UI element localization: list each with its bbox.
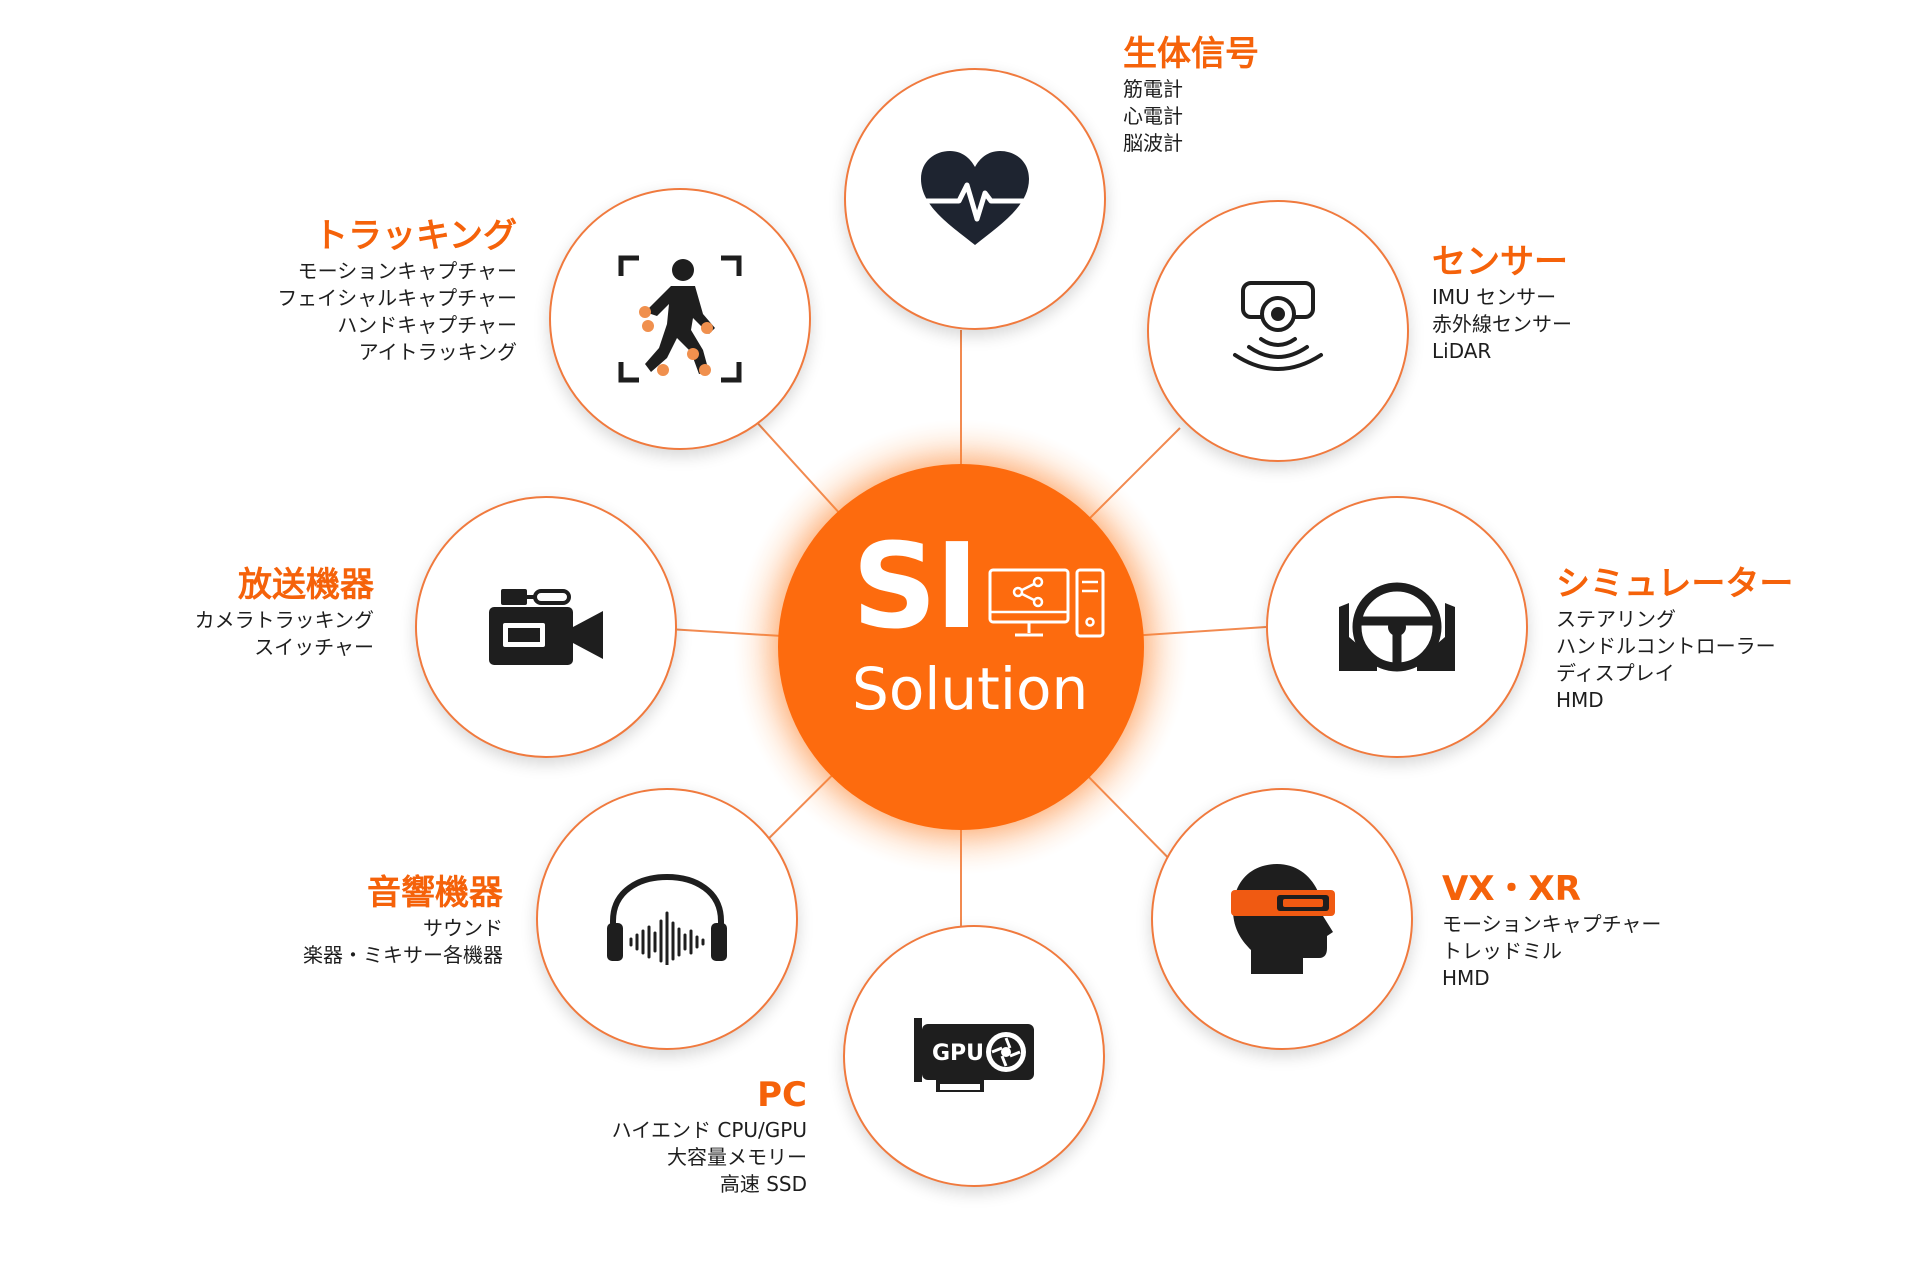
audio-item: 楽器・ミキサー各機器 [303, 943, 503, 967]
label-vxxr: VX・XR モーションキャプチャー トレッドミル HMD [1442, 867, 1661, 992]
node-audio [536, 788, 798, 1050]
vxxr-item: モーションキャプチャー [1442, 912, 1662, 936]
vxxr-item: HMD [1442, 966, 1490, 990]
node-sensor [1147, 200, 1409, 462]
pc-item: 大容量メモリー [667, 1145, 807, 1169]
simulator-item: ハンドルコントローラー [1556, 634, 1776, 658]
center-subtitle: Solution [852, 655, 1089, 723]
label-sensor: センサー IMU センサー 赤外線センサー LiDAR [1432, 240, 1572, 365]
node-tracking [549, 188, 811, 450]
svg-text:GPU: GPU [932, 1041, 984, 1066]
biosignal-item: 脳波計 [1123, 131, 1183, 155]
tracking-item: ハンドキャプチャー [337, 313, 517, 337]
label-tracking: トラッキング モーションキャプチャー フェイシャルキャプチャー ハンドキャプチャ… [277, 214, 517, 366]
tracking-item: フェイシャルキャプチャー [277, 286, 517, 310]
simulator-item: ステアリング [1556, 607, 1676, 631]
audio-item: サウンド [423, 916, 503, 940]
biosignal-item: 筋電計 [1123, 77, 1183, 101]
center-title: SI [852, 517, 979, 655]
label-pc: PC ハイエンド CPU/GPU 大容量メモリー 高速 SSD [612, 1073, 807, 1198]
biosignal-title: 生体信号 [1123, 34, 1259, 74]
pc-item: ハイエンド CPU/GPU [611, 1118, 807, 1142]
node-pc: GPU [843, 925, 1105, 1187]
broadcast-title: 放送機器 [238, 565, 374, 605]
pc-title: PC [757, 1075, 807, 1115]
vr-headset-icon [1231, 864, 1335, 974]
tracking-title: トラッキング [314, 216, 517, 256]
node-simulator [1266, 496, 1528, 758]
headphones-icon [607, 873, 727, 965]
simulator-title: シミュレーター [1556, 564, 1794, 604]
label-simulator: シミュレーター ステアリング ハンドルコントローラー ディスプレイ HMD [1556, 562, 1793, 714]
node-broadcast [415, 496, 677, 758]
sensor-item: 赤外線センサー [1432, 312, 1572, 336]
tracking-item: アイトラッキング [358, 340, 517, 364]
tracking-item: モーションキャプチャー [297, 259, 517, 283]
pc-item: 高速 SSD [719, 1172, 807, 1196]
vxxr-item: トレッドミル [1442, 939, 1562, 963]
sensor-item: IMU センサー [1432, 285, 1557, 309]
center-circle [778, 464, 1144, 830]
biosignal-item: 心電計 [1123, 104, 1183, 128]
audio-title: 音響機器 [367, 873, 503, 913]
steering-wheel-icon [1339, 582, 1455, 672]
gpu-card-icon: GPU [914, 1018, 1034, 1092]
node-vxxr [1151, 788, 1413, 1050]
label-broadcast: 放送機器 カメラトラッキング スイッチャー [195, 563, 374, 661]
simulator-item: HMD [1556, 688, 1604, 712]
vxxr-title: VX・XR [1442, 869, 1581, 909]
computer-share-icon [988, 568, 1105, 638]
sensor-title: センサー [1432, 242, 1568, 282]
sensor-item: LiDAR [1432, 339, 1492, 363]
broadcast-item: スイッチャー [254, 635, 374, 659]
label-audio: 音響機器 サウンド 楽器・ミキサー各機器 [303, 871, 503, 969]
sensor-icon [1233, 281, 1323, 371]
simulator-item: ディスプレイ [1556, 661, 1675, 685]
node-biosignal [844, 68, 1106, 330]
video-camera-icon [489, 589, 603, 665]
heart-pulse-icon [921, 151, 1029, 245]
broadcast-item: カメラトラッキング [194, 608, 374, 632]
label-biosignal: 生体信号 筋電計 心電計 脳波計 [1123, 32, 1259, 157]
motion-capture-icon [618, 255, 742, 383]
